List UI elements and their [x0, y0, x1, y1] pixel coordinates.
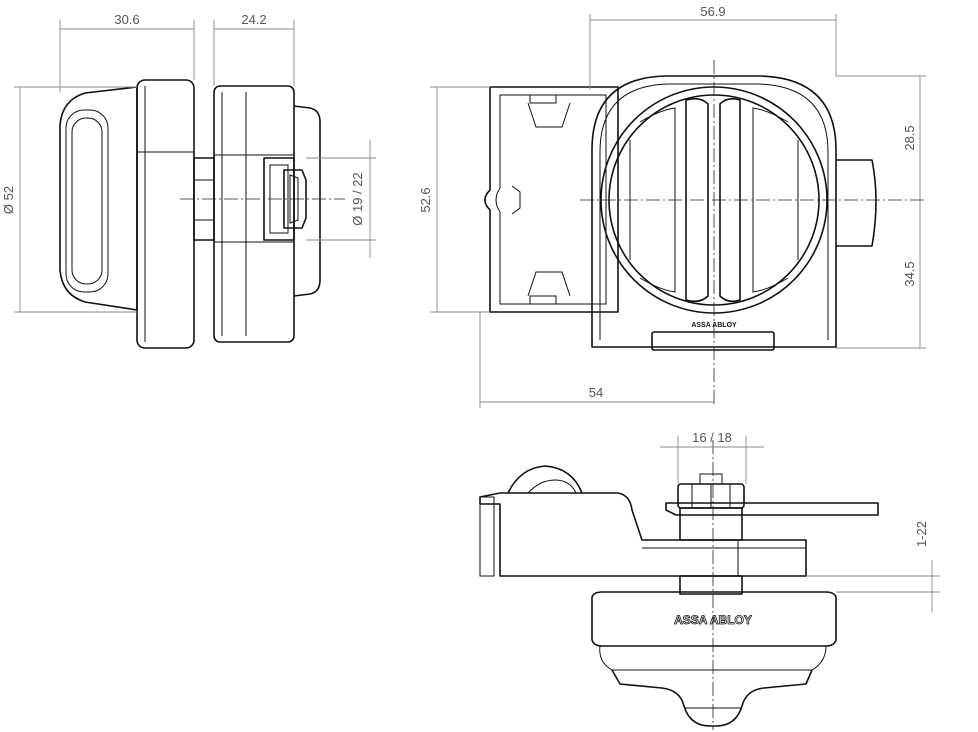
dim-lower-front: 34.5 — [902, 261, 917, 286]
dim-height-front: 52.6 — [418, 187, 433, 212]
side-view-dimensions: 30.6 24.2 Ø 52 Ø 19 / 22 — [1, 12, 376, 313]
dim-diameter-side: Ø 52 — [1, 186, 16, 214]
side-view — [59, 79, 345, 349]
bottom-view-dimensions: 16 / 18 1-22 — [660, 430, 940, 612]
dim-width-body: 24.2 — [241, 12, 266, 27]
front-view-dimensions: 56.9 52.6 28.5 34.5 54 — [418, 4, 926, 408]
dim-width-front: 56.9 — [700, 4, 725, 19]
dim-panel-thickness: 1-22 — [914, 521, 929, 547]
dim-upper-front: 28.5 — [902, 125, 917, 150]
front-view: ASSA ABLOY — [484, 60, 924, 404]
dim-diameter-spindle: Ø 19 / 22 — [350, 172, 365, 225]
dim-front-offset: 54 — [589, 385, 603, 400]
dim-nut-width: 16 / 18 — [692, 430, 732, 445]
bottom-view: ASSA ABLOY — [479, 440, 879, 730]
dim-width-knob: 30.6 — [114, 12, 139, 27]
